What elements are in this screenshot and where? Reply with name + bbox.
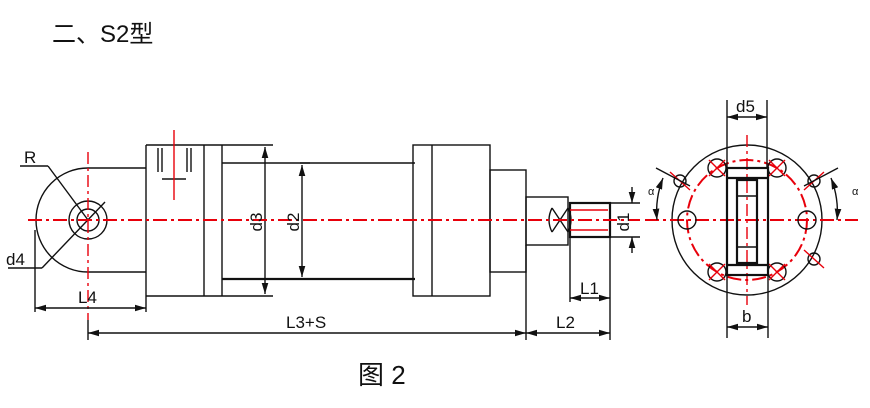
dim-alpha-right: α xyxy=(852,186,859,198)
dim-d3: d3 xyxy=(247,213,266,232)
dim-d1: d1 xyxy=(614,213,633,232)
end-view xyxy=(645,100,858,338)
dim-L2: L2 xyxy=(556,313,575,332)
drawing-title: 二、S2型 xyxy=(52,21,153,48)
cylinder-tube xyxy=(222,147,415,294)
dim-L4: L4 xyxy=(78,288,97,307)
dim-d2: d2 xyxy=(284,213,303,232)
dim-L3S: L3+S xyxy=(286,313,326,332)
dim-R: R xyxy=(24,148,36,167)
dim-d5: d5 xyxy=(736,97,755,116)
figure-caption: 图 2 xyxy=(358,360,406,390)
rear-clevis xyxy=(8,152,146,320)
rear-head xyxy=(145,130,273,297)
dim-L1: L1 xyxy=(580,279,599,298)
dimensions xyxy=(34,230,611,340)
dim-b: b xyxy=(742,307,751,326)
dim-alpha-left: α xyxy=(648,186,655,198)
dim-d4: d4 xyxy=(6,250,25,269)
